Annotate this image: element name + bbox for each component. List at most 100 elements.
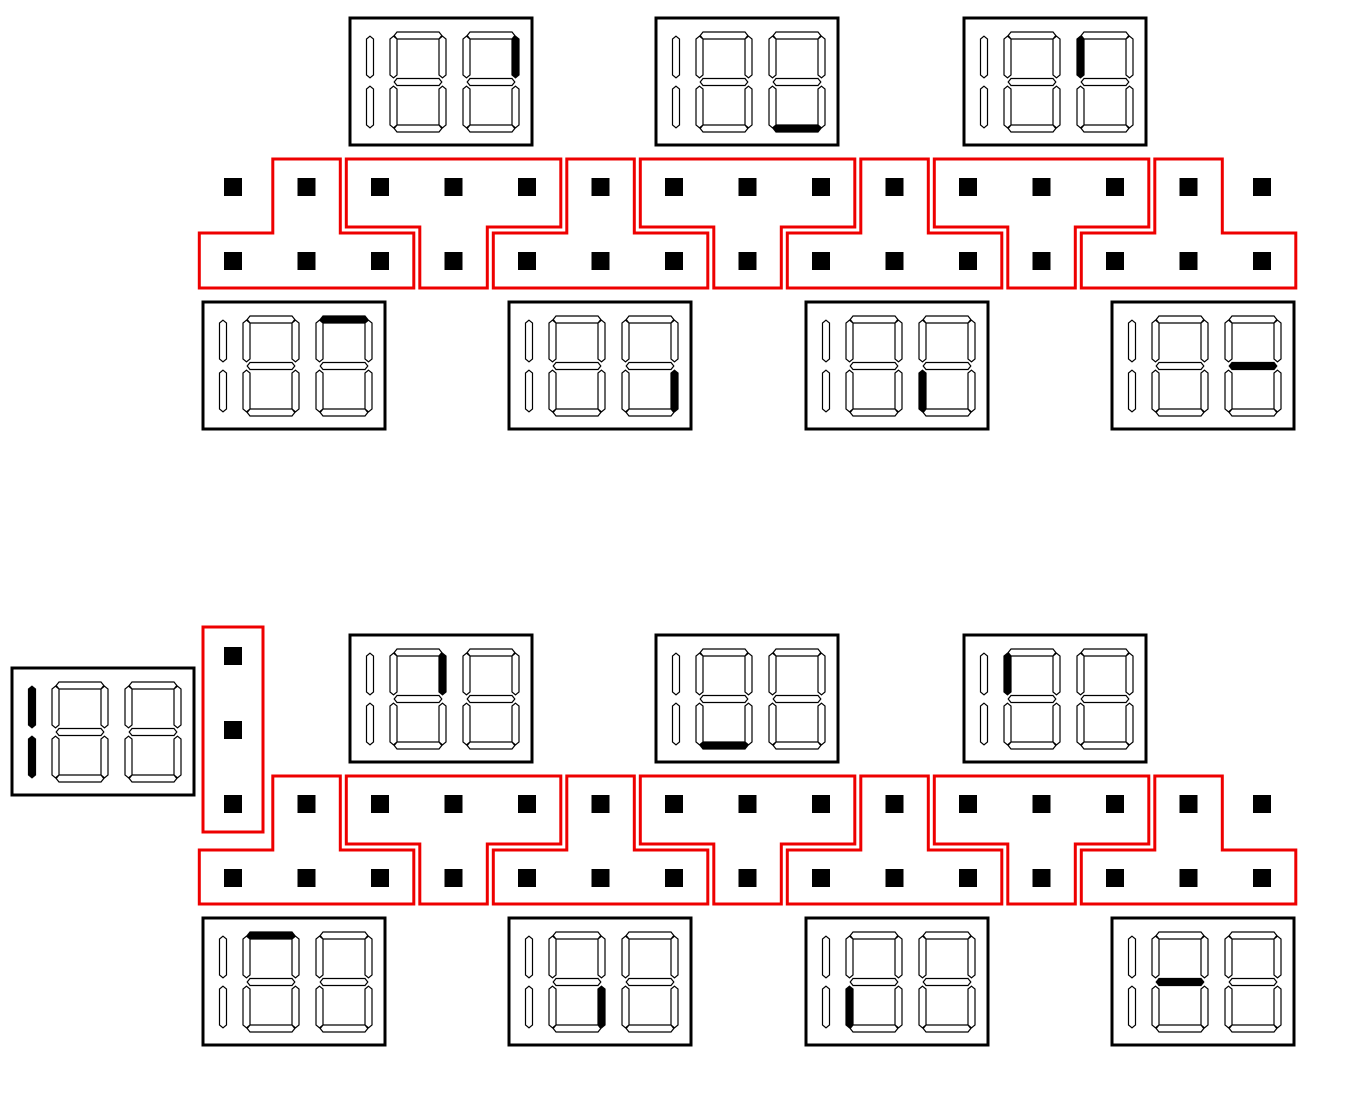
bottom-display-6-digit2-segment-f [918, 935, 927, 979]
bottom-vertical-region [201, 625, 265, 834]
bottom-display-1-one-lower [365, 702, 375, 746]
top-display-4-digit2-segment-c [364, 369, 373, 413]
bottom-display-7-digit2-segment-e [1224, 985, 1233, 1029]
bottom-display-6-one-lower [821, 985, 831, 1029]
bottom-extra-display-digit1-segment-c [100, 735, 109, 779]
bottom-extra-display-digit1-segment-e [51, 735, 60, 779]
top-dots [224, 178, 1271, 270]
top-display-1-digit1-segment-e [389, 85, 398, 129]
dot [1253, 795, 1271, 813]
top-display-4-digit1-segment-b [291, 319, 300, 363]
top-display-1-digit2-segment-f [462, 35, 471, 79]
top-display-2-digit1-segment-e [695, 85, 704, 129]
bottom-display-1-digit2-segment-e [462, 702, 471, 746]
top-display-4-digit2-segment-b [364, 319, 373, 363]
dot [444, 178, 463, 196]
top-display-7-digit1-segment-e [1151, 369, 1160, 413]
dot [885, 869, 904, 887]
dot [518, 178, 536, 196]
top-display-5-digit1-segment-a [552, 315, 602, 324]
dot [812, 795, 830, 813]
bottom-display-5-one-upper [524, 935, 534, 979]
bottom-display-1-digit2-segment-b [511, 652, 520, 696]
dot [224, 178, 242, 196]
bottom-display-1-digit2-segment-c [511, 702, 520, 746]
top-display-7-one-lower [1127, 369, 1137, 413]
bottom-extra-display-digit2-segment-f [124, 685, 133, 729]
top-display-1-digit1-segment-d [393, 124, 443, 133]
bottom-display-6-digit2-segment-g [922, 977, 972, 987]
dot [444, 869, 463, 887]
top-display-3-digit1-segment-d [1007, 124, 1057, 133]
bottom-display-7-digit2-segment-f [1224, 935, 1233, 979]
bottom-display-7-digit1-segment-e [1151, 985, 1160, 1029]
bottom-display-7-one-lower [1127, 985, 1137, 1029]
top-display-3-digit1-segment-a [1007, 31, 1057, 40]
top-display-2-one-lower [671, 85, 681, 129]
top-display-4 [201, 300, 387, 431]
top-display-5-digit1-segment-f [548, 319, 557, 363]
top-display-4-digit1-segment-c [291, 369, 300, 413]
bottom-display-6-digit1-segment-g [849, 977, 899, 987]
dot [371, 178, 389, 196]
top-display-5-digit1-segment-e [548, 369, 557, 413]
bottom-display-7-digit1-segment-g [1155, 977, 1205, 987]
region-outline-4 [638, 774, 857, 906]
bottom-display-1-digit1-segment-d [393, 741, 443, 750]
bottom-display-7-digit2-segment-c [1273, 985, 1282, 1029]
top-display-7-digit2-segment-d [1228, 408, 1278, 417]
top-display-4-digit1-segment-f [242, 319, 251, 363]
top-display-3-digit2-segment-a [1080, 31, 1130, 40]
bottom-display-5-digit2-segment-e [621, 985, 630, 1029]
region-outline-5 [785, 157, 1004, 290]
dot [1106, 869, 1124, 887]
top-display-7-digit2-segment-a [1228, 315, 1278, 324]
dot [224, 647, 242, 665]
bottom-display-2-digit2-segment-d [772, 741, 822, 750]
top-display-6-one-lower [821, 369, 831, 413]
top-display-5 [507, 300, 693, 431]
bottom-display-6-digit1-segment-c [894, 985, 903, 1029]
top-display-2 [654, 16, 840, 147]
top-display-7-one-upper [1127, 319, 1137, 363]
bottom-extra-display-digit2-segment-e [124, 735, 133, 779]
bottom-display-6-digit1-segment-b [894, 935, 903, 979]
top-display-7-digit1-segment-f [1151, 319, 1160, 363]
top-display-2-digit1-segment-a [699, 31, 749, 40]
dot [812, 178, 830, 196]
top-display-3-digit1-segment-c [1052, 85, 1061, 129]
top-display-4-digit2-segment-d [319, 408, 369, 417]
bottom-display-3-digit1-segment-a [1007, 648, 1057, 657]
bottom-display-4-digit1-segment-e [242, 985, 251, 1029]
top-display-7-digit2-segment-e [1224, 369, 1233, 413]
top-display-7-digit1-segment-b [1200, 319, 1209, 363]
dot [959, 869, 977, 887]
top-display-5-digit2-segment-a [625, 315, 675, 324]
top-display-5-digit1-segment-d [552, 408, 602, 417]
top-display-2-digit2-segment-f [768, 35, 777, 79]
dot [371, 252, 389, 270]
top-display-6-digit2-segment-c [967, 369, 976, 413]
bottom-display-6-digit2-segment-b [967, 935, 976, 979]
top-display-7-digit2-segment-f [1224, 319, 1233, 363]
dot [518, 795, 536, 813]
top-display-1-digit2-segment-e [462, 85, 471, 129]
bottom-display-6-one-upper [821, 935, 831, 979]
top-display-1-digit2-segment-d [466, 124, 516, 133]
bottom-display-2-digit1-segment-f [695, 652, 704, 696]
dot [959, 795, 977, 813]
top-display-3-digit2-segment-c [1125, 85, 1134, 129]
dot [297, 178, 316, 196]
bottom-display-4-digit1-segment-d [246, 1024, 296, 1033]
dot [1179, 795, 1198, 813]
bottom-display-5-digit2-segment-b [670, 935, 679, 979]
dot [591, 178, 610, 196]
top-display-2-digit1-segment-d [699, 124, 749, 133]
bottom-display-2-digit1-segment-a [699, 648, 749, 657]
dot [665, 178, 683, 196]
bottom-display-1-digit1-segment-b [438, 652, 447, 696]
top-display-6-digit1-segment-a [849, 315, 899, 324]
bottom-display-7-one-upper [1127, 935, 1137, 979]
bottom-display-1-digit1-segment-c [438, 702, 447, 746]
